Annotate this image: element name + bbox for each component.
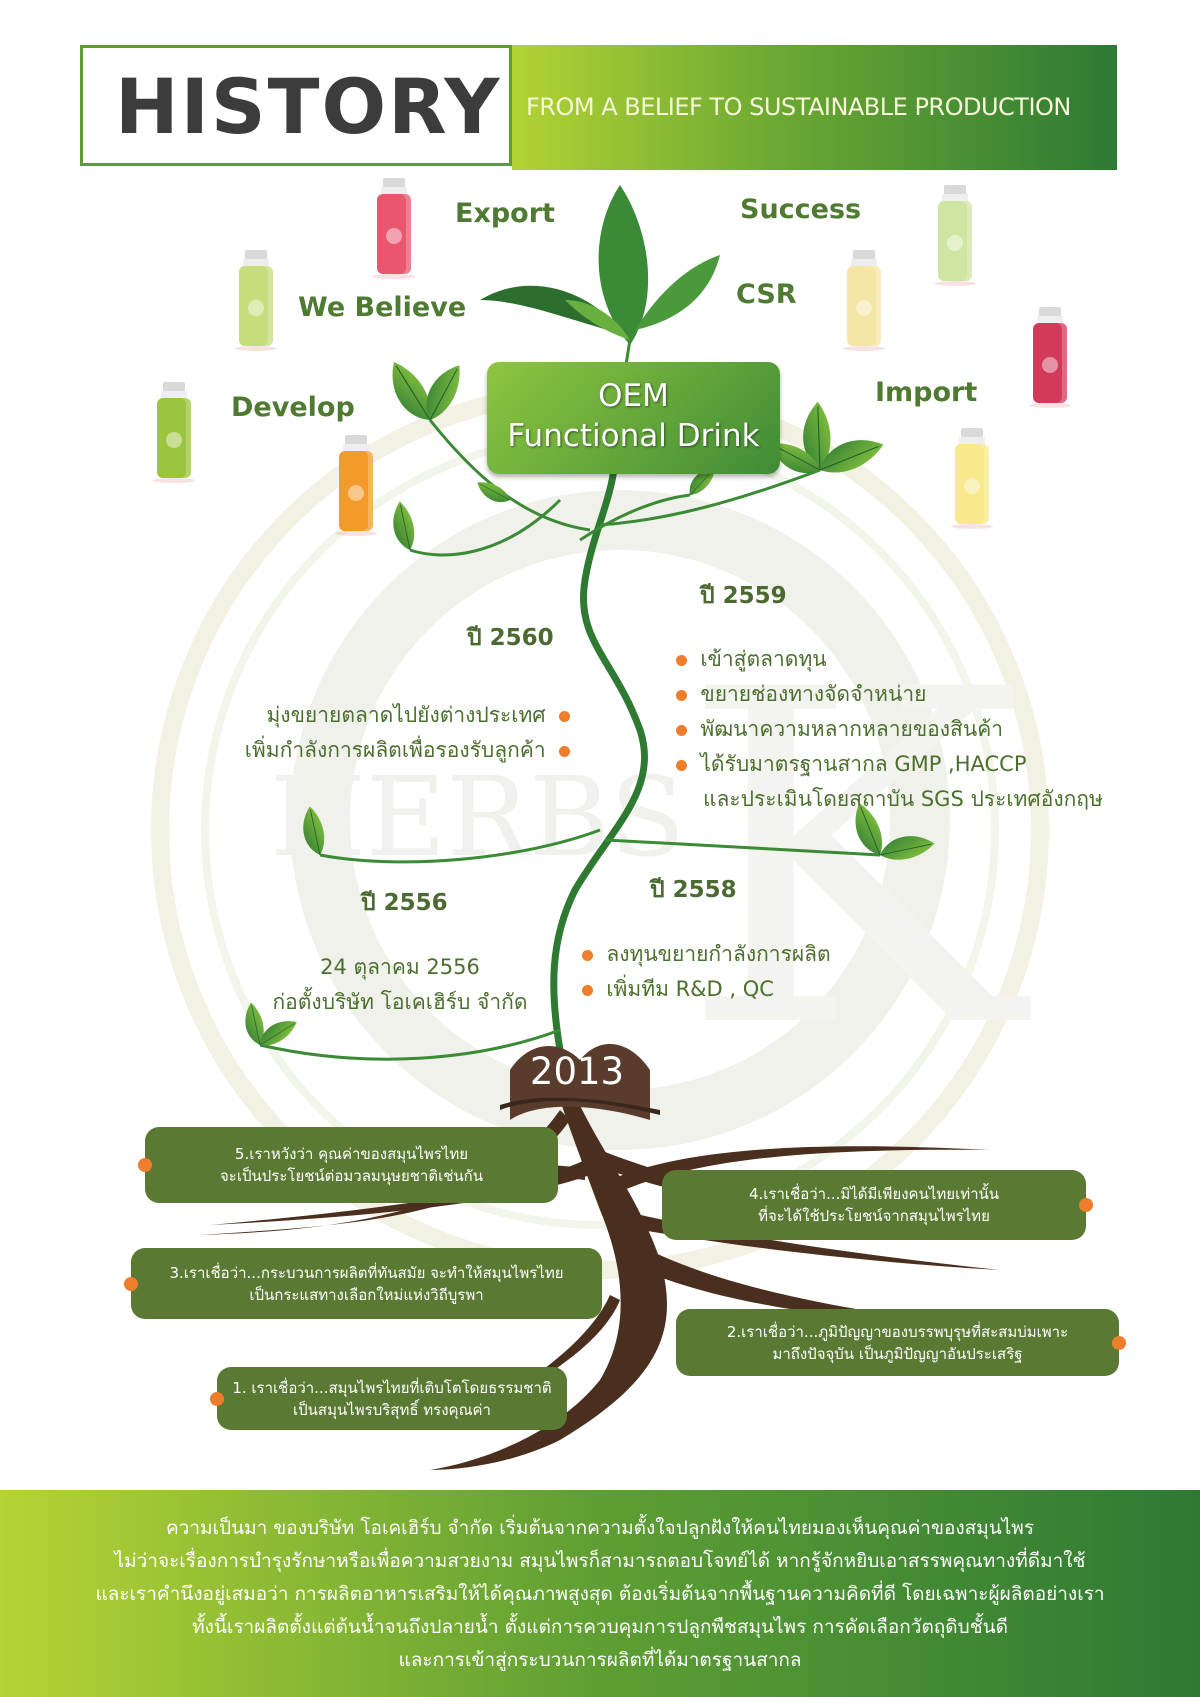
list-item: ลงทุนขยายกำลังการผลิต xyxy=(582,937,831,972)
footer-line: ไม่ว่าจะเรื่องการบำรุงรักษาหรือเพื่อความ… xyxy=(114,1550,1086,1572)
year-2556: ปี 2556 xyxy=(361,890,448,916)
list-2559: เข้าสู่ตลาดทุน ขยายช่องทางจัดจำหน่าย พัฒ… xyxy=(676,642,1103,817)
juice-bottle-pear xyxy=(235,250,277,351)
oem-box: OEM Functional Drink xyxy=(487,362,780,474)
juice-bottle-strawberry xyxy=(373,178,415,279)
founding-text: ก่อตั้งบริษัท โอเคเฮิร์บ จำกัด xyxy=(272,990,528,1014)
bullet-dot xyxy=(559,745,570,757)
pill-dot xyxy=(138,1158,152,1172)
header-band: FROM A BELIEF TO SUSTAINABLE PRODUCTION xyxy=(512,45,1117,170)
juice-bottle-lime xyxy=(934,185,976,286)
pill-dot xyxy=(124,1276,138,1291)
juice-bottle-banana xyxy=(951,428,993,529)
footer-line: และเราคำนึงอยู่เสมอว่า การผลิตอาหารเสริม… xyxy=(95,1583,1105,1605)
bullet-dot xyxy=(676,689,687,701)
bullet-dot xyxy=(676,724,687,736)
page-subtitle: FROM A BELIEF TO SUSTAINABLE PRODUCTION xyxy=(526,93,1071,121)
bullet-dot xyxy=(676,759,687,771)
year-2560: ปี 2560 xyxy=(467,625,554,651)
word-import: Import xyxy=(875,377,978,408)
footer-line: ทั้งนี้เราผลิตตั้งแต่ต้นน้ำจนถึงปลายน้ำ … xyxy=(192,1616,1008,1638)
list-item-continuation: และประเมินโดยสถาบัน SGS ประเทศอังกฤษ xyxy=(703,787,1103,811)
word-success: Success xyxy=(740,194,862,225)
bullet-dot xyxy=(559,710,570,722)
juice-bottle-orange xyxy=(335,435,377,536)
footer-line: และการเข้าสู่กระบวนการผลิตที่ได้มาตรฐานส… xyxy=(398,1649,802,1671)
list-2558: ลงทุนขยายกำลังการผลิต เพิ่มทีม R&D , QC xyxy=(582,937,831,1007)
list-item: มุ่งขยายตลาดไปยังต่างประเทศ xyxy=(200,698,570,733)
belief-pill-4: 4.เราเชื่อว่า...มิได้มีเพียงคนไทยเท่านั้… xyxy=(662,1170,1093,1240)
juice-bottle-kiwi xyxy=(153,382,195,483)
bullet-dot xyxy=(582,949,593,961)
pill-dot xyxy=(1112,1335,1126,1350)
word-csr: CSR xyxy=(736,279,797,310)
trunk xyxy=(550,429,648,1051)
founding-date: 24 ตุลาคม 2556 xyxy=(320,955,480,979)
footer-text: ความเป็นมา ของบริษัท โอเคเฮิร์บ จำกัด เร… xyxy=(0,1512,1200,1677)
list-item: พัฒนาความหลากหลายของสินค้า xyxy=(676,712,1103,747)
header-title-box: HISTORY xyxy=(80,45,512,166)
year-2559: ปี 2559 xyxy=(700,583,787,609)
page-title: HISTORY xyxy=(115,62,502,151)
word-develop: Develop xyxy=(231,392,355,423)
list-item: เพิ่มกำลังการผลิตเพื่อรองรับลูกค้า xyxy=(200,733,570,768)
header: HISTORY FROM A BELIEF TO SUSTAINABLE PRO… xyxy=(80,45,1117,170)
list-item: เพิ่มทีม R&D , QC xyxy=(582,972,831,1007)
pill-dot xyxy=(1079,1198,1093,1212)
footer-band: ความเป็นมา ของบริษัท โอเคเฮิร์บ จำกัด เร… xyxy=(0,1490,1200,1697)
word-we-believe: We Believe xyxy=(298,292,467,323)
oem-line1: OEM xyxy=(598,378,669,414)
list-item: ขยายช่องทางจัดจำหน่าย xyxy=(676,677,1103,712)
juice-bottle-pomegranate xyxy=(1029,307,1071,408)
belief-pill-3: 3.เราเชื่อว่า...กระบวนการผลิตที่ทันสมัย … xyxy=(124,1248,602,1319)
list-item: ได้รับมาตรฐานสากล GMP ,HACCP xyxy=(676,747,1103,782)
svg-text:K: K xyxy=(680,594,1032,1129)
top-leaves xyxy=(480,185,720,345)
belief-pill-5: 5.เราหวังว่า คุณค่าของสมุนไพรไทยจะเป็นปร… xyxy=(138,1127,558,1203)
pill-dot xyxy=(210,1391,224,1406)
belief-pill-2: 2.เราเชื่อว่า...ภูมิปัญญาของบรรพบุรุษที่… xyxy=(676,1309,1126,1376)
year-2558: ปี 2558 xyxy=(650,877,737,903)
list-2560: มุ่งขยายตลาดไปยังต่างประเทศ เพิ่มกำลังกา… xyxy=(200,698,570,768)
juice-bottle-apple xyxy=(843,250,885,351)
banner-year: 2013 xyxy=(529,1050,625,1093)
bullet-dot xyxy=(676,654,687,666)
oem-line2: Functional Drink xyxy=(507,418,760,454)
footer-line: ความเป็นมา ของบริษัท โอเคเฮิร์บ จำกัด เร… xyxy=(165,1517,1035,1539)
bullet-dot xyxy=(582,984,593,996)
word-export: Export xyxy=(455,198,555,229)
watermark-text: HERBS xyxy=(270,753,685,881)
belief-pill-1: 1. เราเชื่อว่า...สมุนไพรไทยที่เติบโตโดยธ… xyxy=(210,1367,567,1430)
list-item: เข้าสู่ตลาดทุน xyxy=(676,642,1103,677)
founding-block: 24 ตุลาคม 2556 ก่อตั้งบริษัท โอเคเฮิร์บ … xyxy=(250,950,550,1020)
